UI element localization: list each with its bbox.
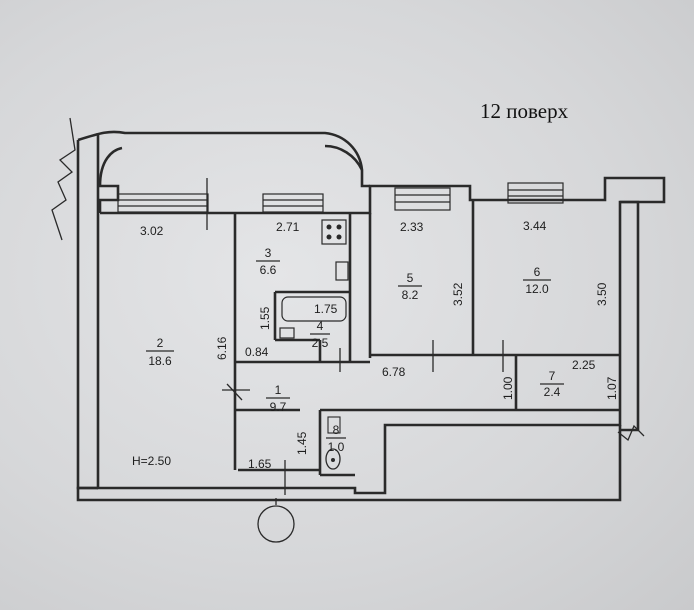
fixtures — [279, 219, 349, 470]
room-5-number: 5 — [407, 271, 414, 285]
exterior-walls — [76, 130, 666, 502]
dim-room7-length: 1.07 — [605, 376, 619, 400]
sink-icon — [335, 261, 349, 281]
dim-room5-length: 3.52 — [451, 282, 465, 306]
room-3-number: 3 — [265, 246, 272, 260]
room-5-area: 8.2 — [402, 288, 419, 302]
entrance-symbol-icon — [257, 505, 295, 543]
door-marks — [222, 340, 504, 495]
dim-room7-side: 1.00 — [501, 376, 515, 400]
stove-icon — [321, 219, 347, 245]
room-7-area: 2.4 — [544, 385, 561, 399]
dimension-labels: 3.02 2.71 2.33 3.44 6.16 3.52 3.50 1.75 … — [132, 219, 619, 471]
room-labels: 2 18.6 3 6.6 4 2.5 5 8.2 6 12.0 1 9.7 7 … — [146, 246, 564, 454]
room-8-area: 1.0 — [328, 440, 345, 454]
floor-title: 12 поверх — [480, 99, 569, 123]
dim-room5-width: 2.33 — [400, 220, 424, 234]
dim-corridor-length: 6.78 — [382, 365, 406, 379]
windows — [117, 178, 564, 230]
room-1-number: 1 — [275, 383, 282, 397]
interior-walls — [233, 200, 620, 477]
dim-bath-length: 1.55 — [258, 306, 272, 330]
dim-room3-width: 2.71 — [276, 220, 300, 234]
room-1-area: 9.7 — [270, 400, 287, 414]
bathtub-icon — [281, 296, 347, 322]
room-7-number: 7 — [549, 369, 556, 383]
room-4-area: 2.5 — [312, 336, 329, 350]
room-2-number: 2 — [157, 336, 164, 350]
room-3-area: 6.6 — [260, 263, 277, 277]
dim-hall-width: 1.65 — [248, 457, 272, 471]
toilet-icon — [325, 448, 341, 470]
room-8-number: 8 — [333, 423, 340, 437]
room-2-area: 18.6 — [148, 354, 172, 368]
room-6-number: 6 — [534, 265, 541, 279]
ceiling-height: H=2.50 — [132, 454, 171, 468]
dim-room2-length: 6.16 — [215, 336, 229, 360]
dim-room6-width: 3.44 — [523, 219, 547, 233]
washbasin-icon — [279, 327, 295, 339]
dim-toilet-length: 1.45 — [295, 431, 309, 455]
dim-room7-width: 2.25 — [572, 358, 596, 372]
room-4-number: 4 — [317, 319, 324, 333]
room-6-area: 12.0 — [525, 282, 549, 296]
dim-room2-width: 3.02 — [140, 224, 164, 238]
dim-room6-length: 3.50 — [595, 282, 609, 306]
dim-bath-small: 0.84 — [245, 345, 269, 359]
break-marks — [51, 117, 645, 442]
dim-bath-width: 1.75 — [314, 302, 338, 316]
